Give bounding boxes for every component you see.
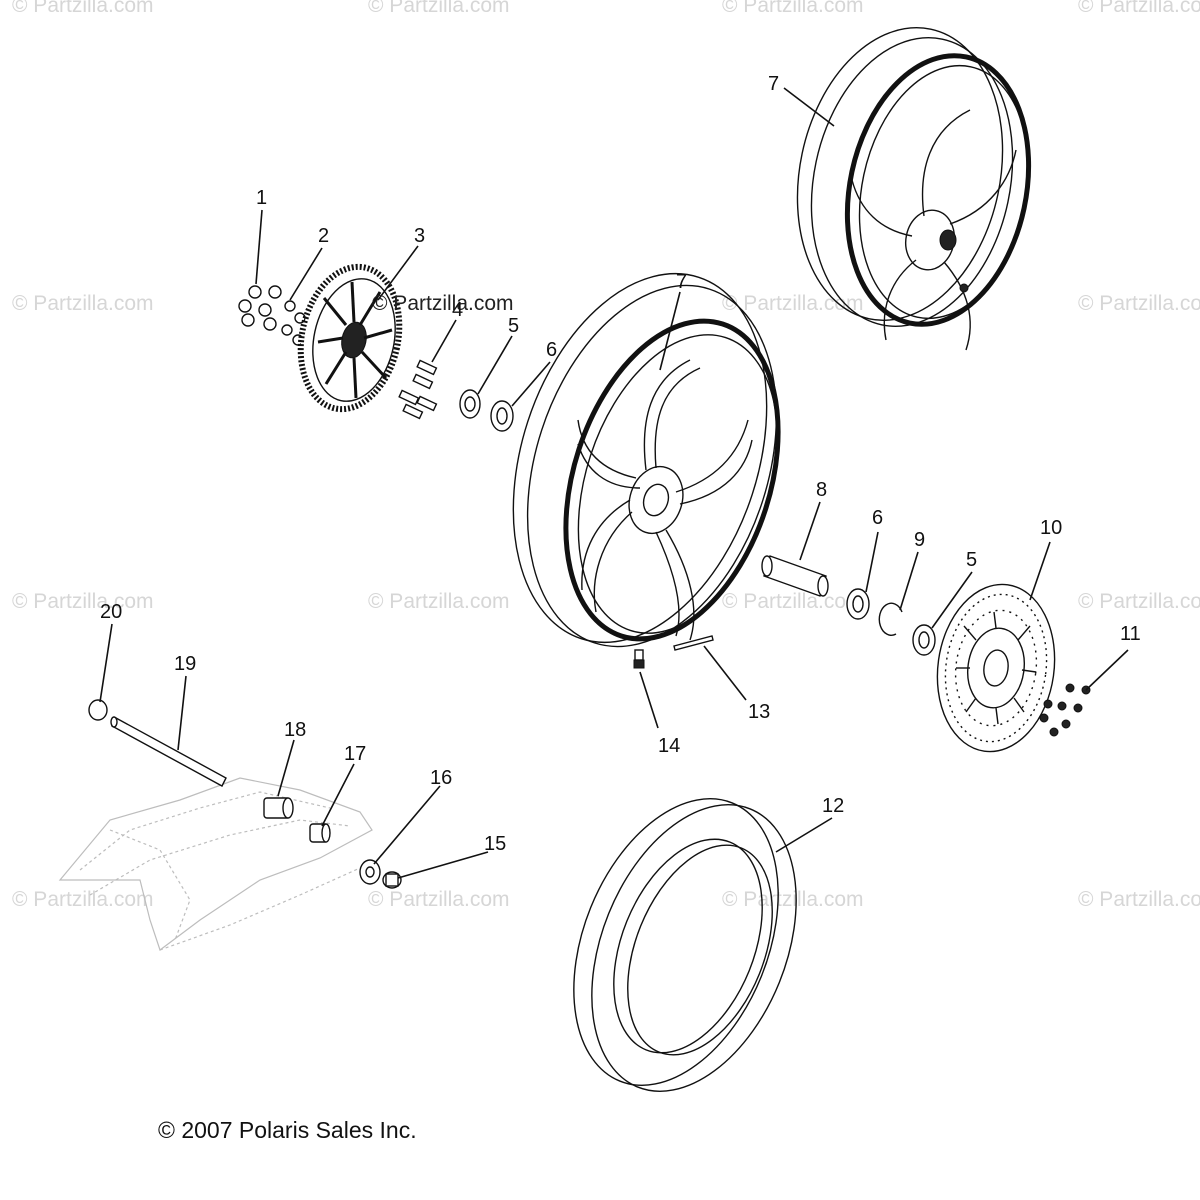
bearing-left[interactable] bbox=[490, 400, 514, 432]
seal-right[interactable] bbox=[912, 624, 936, 656]
callout-7-alt: 7 bbox=[768, 73, 779, 95]
leader-lines bbox=[99, 87, 1129, 879]
seal-left[interactable] bbox=[459, 389, 481, 419]
bushing-cap[interactable] bbox=[382, 871, 402, 889]
watermark: © Partzilla.com bbox=[1078, 0, 1200, 17]
callout-5-right: 5 bbox=[966, 549, 977, 571]
watermark: © Partzilla.com bbox=[368, 0, 510, 17]
callout-labels: 1 2 3 4 5 6 7 7 8 6 9 5 10 11 12 13 14 1… bbox=[100, 73, 1141, 855]
callout-6: 6 bbox=[546, 339, 557, 361]
brand-label: © Partzilla.com bbox=[372, 292, 514, 315]
callout-10: 10 bbox=[1040, 517, 1062, 539]
watermark: © Partzilla.com bbox=[1078, 292, 1200, 315]
callout-7: 7 bbox=[676, 271, 687, 293]
watermark: © Partzilla.com bbox=[722, 292, 864, 315]
callout-4: 4 bbox=[452, 299, 463, 321]
callout-1: 1 bbox=[256, 187, 267, 209]
balance-weight[interactable] bbox=[673, 635, 714, 651]
spacer-tube[interactable] bbox=[761, 555, 829, 597]
bushing-inner[interactable] bbox=[309, 823, 331, 843]
watermark: © Partzilla.com bbox=[368, 590, 510, 613]
callout-14: 14 bbox=[658, 735, 680, 757]
callout-3: 3 bbox=[414, 225, 425, 247]
callout-6-right: 6 bbox=[872, 507, 883, 529]
callout-20: 20 bbox=[100, 601, 122, 623]
rotor-bolts[interactable] bbox=[1039, 683, 1091, 737]
watermark: © Partzilla.com bbox=[1078, 590, 1200, 613]
watermark: © Partzilla.com bbox=[722, 0, 864, 17]
tire[interactable] bbox=[535, 768, 836, 1121]
brake-rotor[interactable] bbox=[927, 577, 1065, 760]
watermark: © Partzilla.com bbox=[722, 590, 864, 613]
rear-wheel[interactable] bbox=[469, 241, 820, 679]
watermark: © Partzilla.com bbox=[12, 590, 154, 613]
callout-8: 8 bbox=[816, 479, 827, 501]
callout-11: 11 bbox=[1120, 623, 1141, 645]
rear-wheel-alt[interactable] bbox=[771, 8, 1052, 351]
watermark: © Partzilla.com bbox=[368, 888, 510, 911]
wheel-nuts[interactable] bbox=[238, 285, 282, 331]
bushing-outer[interactable] bbox=[263, 797, 294, 819]
snap-ring[interactable] bbox=[878, 602, 903, 636]
watermark: © Partzilla.com bbox=[1078, 888, 1200, 911]
callout-5: 5 bbox=[508, 315, 519, 337]
callout-12: 12 bbox=[822, 795, 844, 817]
callout-17: 17 bbox=[344, 743, 366, 765]
callout-2: 2 bbox=[318, 225, 329, 247]
callout-15: 15 bbox=[484, 833, 506, 855]
callout-19: 19 bbox=[174, 653, 196, 675]
bearing-right[interactable] bbox=[846, 588, 870, 620]
watermark: © Partzilla.com bbox=[722, 888, 864, 911]
copyright-text: © 2007 Polaris Sales Inc. bbox=[158, 1117, 417, 1143]
bushing-seal[interactable] bbox=[359, 859, 381, 885]
drive-sprocket[interactable] bbox=[288, 258, 412, 419]
axle-shaft[interactable] bbox=[110, 716, 227, 787]
studs[interactable] bbox=[398, 359, 438, 420]
watermark: © Partzilla.com bbox=[12, 0, 154, 17]
callout-16: 16 bbox=[430, 767, 452, 789]
valve-stem[interactable] bbox=[633, 649, 645, 669]
watermark: © Partzilla.com bbox=[12, 888, 154, 911]
watermark: © Partzilla.com bbox=[12, 292, 154, 315]
callout-13: 13 bbox=[748, 701, 770, 723]
callout-18: 18 bbox=[284, 719, 306, 741]
swingarm-outline bbox=[58, 777, 373, 951]
axle-cap[interactable] bbox=[88, 699, 108, 721]
watermarks: © Partzilla.com © Partzilla.com © Partzi… bbox=[12, 0, 1200, 911]
callout-9: 9 bbox=[914, 529, 925, 551]
